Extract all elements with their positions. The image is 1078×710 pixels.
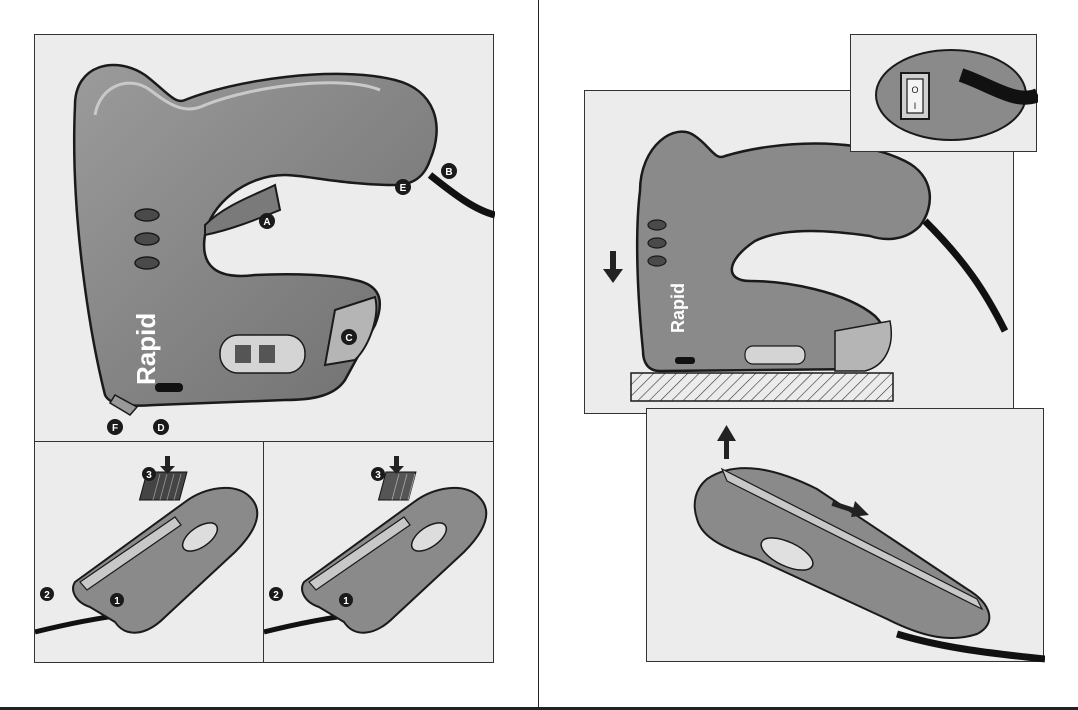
step-label-2: 2 — [40, 587, 54, 601]
part-label-c: C — [341, 329, 357, 345]
page-divider — [538, 0, 539, 710]
switch-inset-illustration: O I — [851, 35, 1038, 153]
vent-slot — [648, 256, 666, 266]
indicator-window — [259, 345, 275, 363]
svg-text:2: 2 — [44, 590, 50, 601]
brand-logo: Rapid — [668, 283, 688, 333]
step-label-2: 2 — [269, 587, 283, 601]
svg-text:3: 3 — [375, 470, 381, 481]
svg-text:I: I — [914, 101, 917, 111]
down-arrow-icon — [603, 251, 623, 283]
power-cord — [897, 634, 1045, 659]
panel-switch-inset: O I — [850, 34, 1037, 152]
vent-slot — [648, 238, 666, 248]
opening-illustration — [647, 409, 1045, 663]
brand-logo: Rapid — [131, 313, 161, 385]
vent-slot — [135, 257, 159, 269]
svg-text:E: E — [400, 183, 407, 194]
svg-text:2: 2 — [273, 590, 279, 601]
step-label-1: 1 — [339, 593, 353, 607]
part-label-e: E — [395, 179, 411, 195]
svg-text:3: 3 — [146, 470, 152, 481]
svg-text:D: D — [157, 423, 164, 434]
up-arrow-icon — [717, 425, 736, 459]
loading-illustration-left: 3 2 1 — [35, 442, 265, 664]
svg-text:B: B — [445, 167, 452, 178]
panel-loading-right: 3 2 1 — [263, 441, 494, 663]
power-cord — [430, 175, 495, 215]
part-label-d: D — [153, 419, 169, 435]
part-label-a: A — [259, 213, 275, 229]
hatched-surface — [631, 373, 893, 401]
panel-loading-left: 3 2 1 — [34, 441, 264, 663]
svg-text:F: F — [112, 423, 118, 434]
stapler-overview-illustration: Rapid A B C D E F — [35, 35, 495, 443]
part-label-f: F — [107, 419, 123, 435]
svg-text:C: C — [345, 333, 352, 344]
loading-illustration-right: 3 2 1 — [264, 442, 495, 664]
stapler-body — [302, 488, 486, 633]
vent-slot — [135, 233, 159, 245]
down-arrow-icon — [389, 456, 404, 474]
svg-text:1: 1 — [114, 596, 120, 607]
vent-slot — [135, 209, 159, 221]
step-label-1: 1 — [110, 593, 124, 607]
panel-opening — [646, 408, 1044, 662]
step-label-3: 3 — [142, 467, 156, 481]
power-switch-icon: O I — [901, 73, 929, 119]
stapler-body — [73, 488, 257, 633]
power-cord — [925, 221, 1005, 331]
part-label-b: B — [441, 163, 457, 179]
svg-text:1: 1 — [343, 596, 349, 607]
down-arrow-icon — [160, 456, 175, 474]
stapler-body — [695, 468, 990, 638]
indicator-plate — [745, 346, 805, 364]
step-label-3: 3 — [371, 467, 385, 481]
release-slot — [675, 357, 695, 364]
indicator-window — [235, 345, 251, 363]
vent-slot — [648, 220, 666, 230]
svg-text:O: O — [911, 85, 918, 95]
panel-overview: Rapid A B C D E F — [34, 34, 494, 442]
svg-text:A: A — [263, 217, 270, 228]
